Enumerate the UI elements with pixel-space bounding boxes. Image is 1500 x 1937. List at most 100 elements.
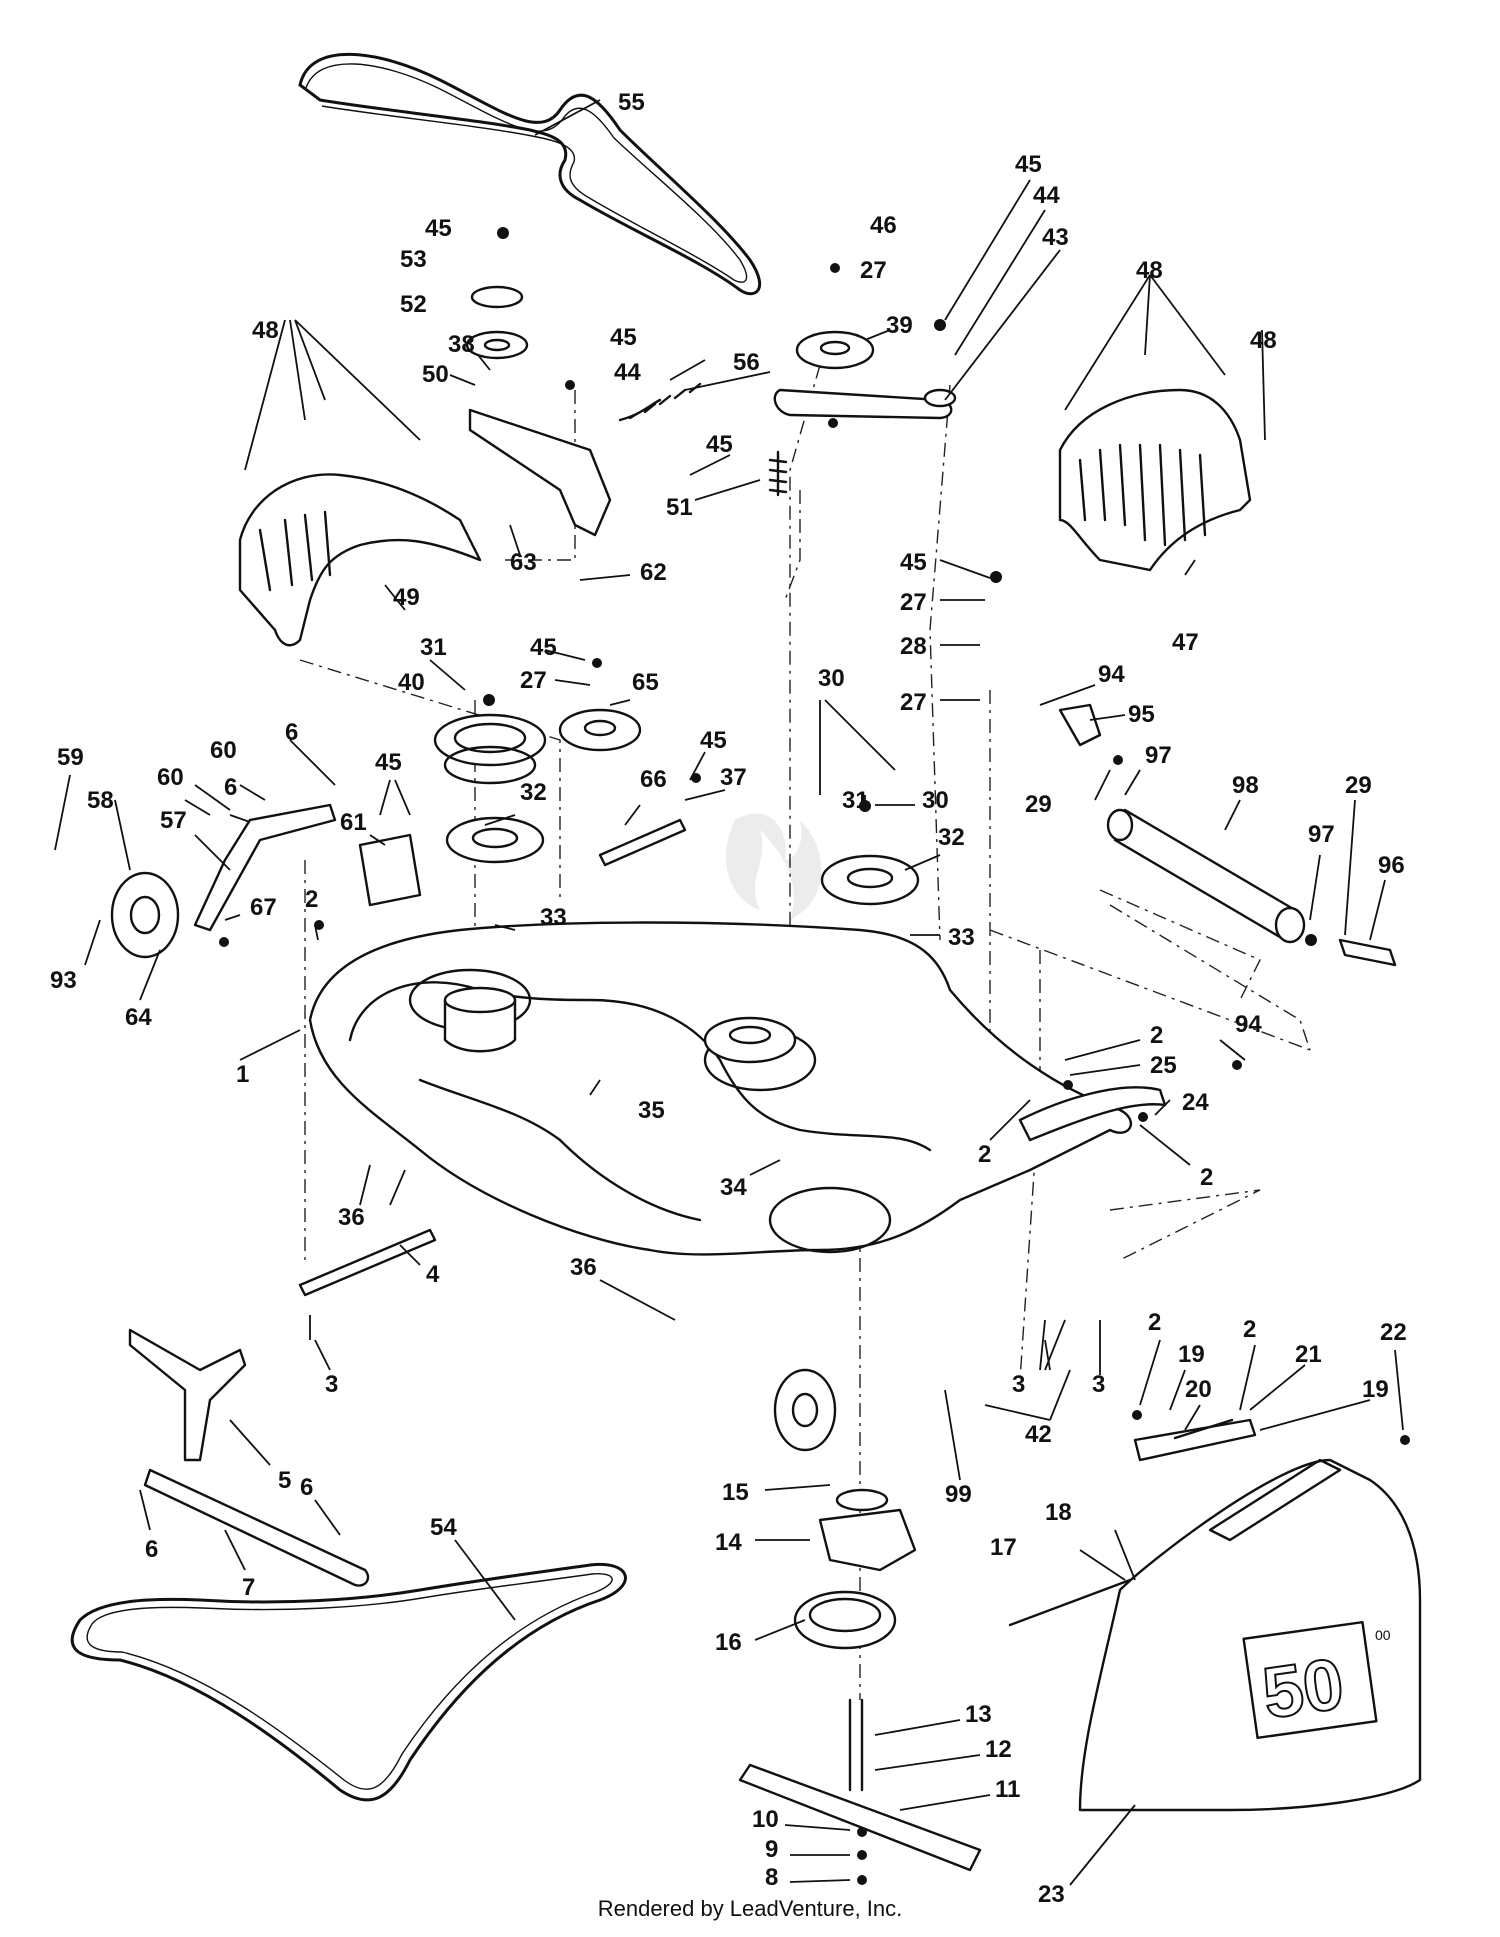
grass-chute-23: 50 00	[1078, 1458, 1422, 1812]
callout-30: 30	[922, 787, 949, 814]
callout-14: 14	[715, 1529, 742, 1556]
callout-27: 27	[860, 257, 887, 284]
callout-2: 2	[1150, 1022, 1163, 1049]
roller-98	[1106, 808, 1306, 944]
callout-60: 60	[157, 764, 184, 791]
callout-45: 45	[425, 215, 452, 242]
pulley-39	[795, 330, 875, 370]
gauge-wheel-front	[773, 1368, 837, 1452]
blade-11	[738, 1763, 982, 1872]
deck-size-label: 50	[1258, 1644, 1348, 1734]
callout-40: 40	[398, 669, 425, 696]
callout-17: 17	[990, 1534, 1017, 1561]
callout-6: 6	[285, 719, 298, 746]
callout-30: 30	[818, 665, 845, 692]
callout-33: 33	[948, 924, 975, 951]
callout-36: 36	[338, 1204, 365, 1231]
leader-lines	[54, 99, 1404, 1886]
callout-45: 45	[1015, 151, 1042, 178]
callout-19: 19	[1362, 1376, 1389, 1403]
callout-6: 6	[300, 1474, 313, 1501]
pulley-65	[558, 708, 642, 752]
callout-61: 61	[340, 809, 367, 836]
callout-2: 2	[978, 1141, 991, 1168]
callout-3: 3	[325, 1371, 338, 1398]
callout-55: 55	[618, 89, 645, 116]
belt-54	[70, 1562, 627, 1802]
pulley-40	[433, 713, 547, 785]
callout-56: 56	[733, 349, 760, 376]
callout-27: 27	[900, 589, 927, 616]
callout-97: 97	[1145, 742, 1172, 769]
callout-36: 36	[570, 1254, 597, 1281]
callout-32: 32	[938, 824, 965, 851]
callout-1: 1	[236, 1061, 249, 1088]
callout-49: 49	[393, 584, 420, 611]
callout-25: 25	[1150, 1052, 1177, 1079]
link-bar-7	[143, 1468, 370, 1587]
callout-44: 44	[614, 359, 641, 386]
callout-94: 94	[1235, 1011, 1262, 1038]
belt-cover-49	[238, 473, 482, 647]
bracket-96	[1338, 938, 1397, 967]
callout-42: 42	[1025, 1421, 1052, 1448]
callout-2: 2	[1148, 1309, 1161, 1336]
spindle-shaft-13	[848, 1698, 864, 1792]
callout-99: 99	[945, 1481, 972, 1508]
callout-2: 2	[305, 886, 318, 913]
callout-10: 10	[752, 1806, 779, 1833]
callout-6: 6	[145, 1536, 158, 1563]
deck-size-label-suffix: 00	[1375, 1627, 1391, 1643]
callout-6: 6	[224, 774, 237, 801]
callout-45: 45	[530, 634, 557, 661]
callout-33: 33	[540, 904, 567, 931]
callout-3: 3	[1092, 1371, 1105, 1398]
callout-48: 48	[1250, 327, 1277, 354]
callout-97: 97	[1308, 821, 1335, 848]
callout-21: 21	[1295, 1341, 1322, 1368]
callout-7: 7	[242, 1574, 255, 1601]
hardware	[219, 227, 1410, 1885]
callout-63: 63	[510, 549, 537, 576]
callout-44: 44	[1033, 182, 1060, 209]
rod-17	[1008, 1578, 1132, 1627]
hanger-bracket-5	[128, 1328, 247, 1462]
callout-94: 94	[1098, 661, 1125, 688]
callout-28: 28	[900, 633, 927, 660]
pulley-52-53	[465, 285, 529, 360]
callout-50: 50	[422, 361, 449, 388]
callout-66: 66	[640, 766, 667, 793]
callout-16: 16	[715, 1629, 742, 1656]
callout-67: 67	[250, 894, 277, 921]
pulley-32-right	[820, 854, 920, 906]
callout-51: 51	[666, 494, 693, 521]
callout-2: 2	[1200, 1164, 1213, 1191]
callout-65: 65	[632, 669, 659, 696]
footer-credit: Rendered by LeadVenture, Inc.	[597, 1896, 903, 1921]
callout-48: 48	[1136, 257, 1163, 284]
callout-43: 43	[1042, 224, 1069, 251]
callout-52: 52	[400, 291, 427, 318]
callout-18: 18	[1045, 1499, 1072, 1526]
callout-57: 57	[160, 807, 187, 834]
spring-20	[1133, 1418, 1257, 1462]
mower-deck-1	[308, 921, 1132, 1256]
callout-27: 27	[520, 667, 547, 694]
callout-2: 2	[1243, 1316, 1256, 1343]
callout-27: 27	[900, 689, 927, 716]
callout-98: 98	[1232, 772, 1259, 799]
belt-cover-47	[1058, 388, 1252, 572]
callout-19: 19	[1178, 1341, 1205, 1368]
callout-3: 3	[1012, 1371, 1025, 1398]
callout-39: 39	[886, 312, 913, 339]
callout-60: 60	[210, 737, 237, 764]
gauge-wheel-58	[110, 871, 180, 959]
callout-45: 45	[900, 549, 927, 576]
callout-64: 64	[125, 1004, 152, 1031]
callout-32: 32	[520, 779, 547, 806]
callout-15: 15	[722, 1479, 749, 1506]
spring-56	[618, 382, 702, 422]
callout-48: 48	[252, 317, 279, 344]
spindle-housing-14	[818, 1488, 917, 1572]
